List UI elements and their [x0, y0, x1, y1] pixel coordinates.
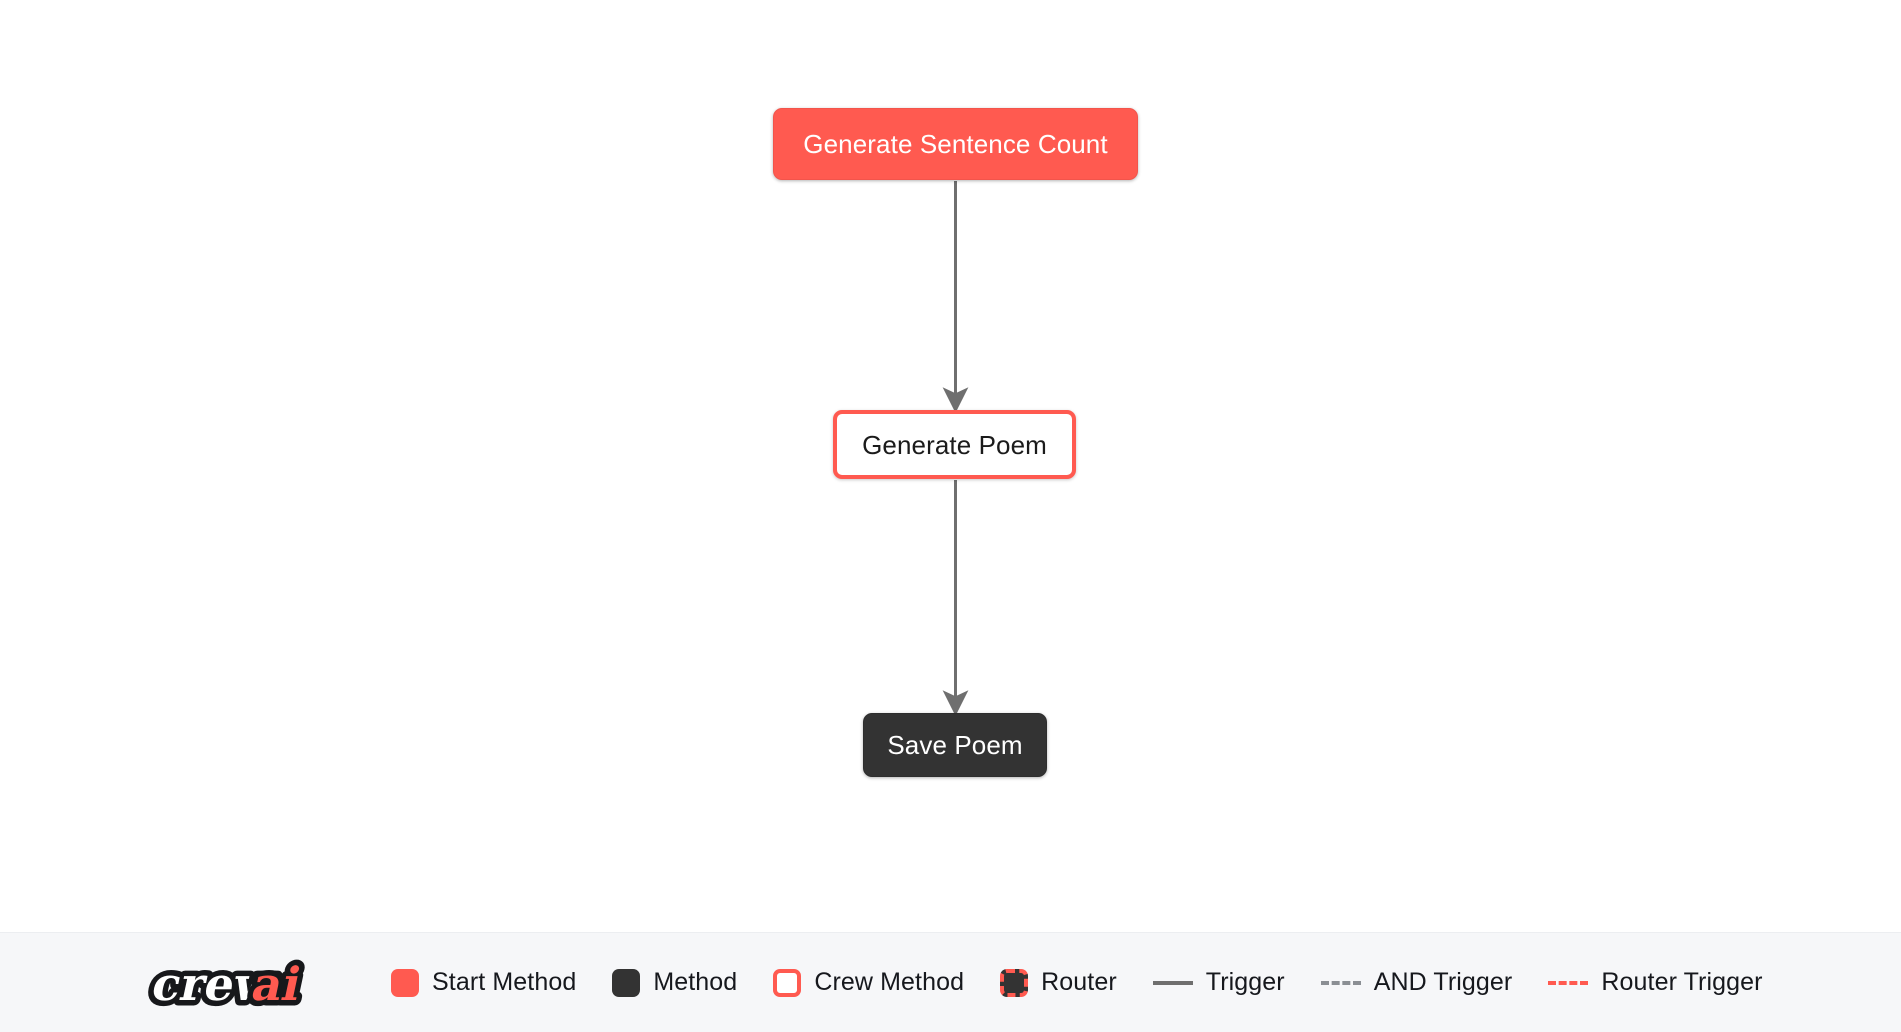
- legend-item-start-method: Start Method: [391, 968, 577, 997]
- legend-label: Crew Method: [814, 968, 965, 996]
- trigger-line-icon: [1152, 980, 1193, 985]
- legend-item-crew-method: Crew Method: [773, 968, 965, 997]
- crewai-logo: crew crew ai ai: [138, 952, 343, 1014]
- legend-bar: crew crew ai ai Start Method Method Crew…: [0, 932, 1901, 1032]
- router-trigger-line-icon: [1548, 980, 1589, 985]
- legend-item-router-trigger: Router Trigger: [1548, 970, 1762, 995]
- flow-node-label: Generate Sentence Count: [803, 129, 1108, 159]
- and-trigger-line-icon: [1320, 980, 1361, 985]
- legend-label: Router: [1041, 968, 1117, 996]
- legend-label: AND Trigger: [1373, 968, 1513, 996]
- legend-item-method: Method: [612, 968, 738, 997]
- legend-label: Trigger: [1205, 968, 1285, 996]
- crew-method-swatch-icon: [773, 968, 802, 997]
- legend-label: Start Method: [432, 968, 577, 996]
- svg-text:ai: ai: [247, 956, 306, 1010]
- flow-node-generate-poem[interactable]: Generate Poem: [833, 410, 1076, 479]
- legend-items: Start Method Method Crew Method Router T…: [391, 968, 1763, 997]
- flow-canvas[interactable]: Generate Sentence Count Generate Poem Sa…: [0, 0, 1901, 932]
- flow-node-label: Save Poem: [887, 730, 1023, 760]
- flow-node-label: Generate Poem: [862, 429, 1047, 460]
- legend-label: Router Trigger: [1601, 968, 1763, 996]
- flow-node-save-poem[interactable]: Save Poem: [863, 713, 1047, 777]
- legend-item-trigger: Trigger: [1152, 968, 1285, 996]
- svg-text:crew: crew: [147, 956, 281, 1010]
- legend-item-and-trigger: AND Trigger: [1320, 968, 1513, 996]
- flow-node-generate-sentence-count[interactable]: Generate Sentence Count: [773, 108, 1138, 180]
- legend-label: Method: [653, 968, 738, 996]
- start-method-swatch-icon: [391, 968, 419, 997]
- router-swatch-icon: [1000, 968, 1029, 997]
- method-swatch-icon: [612, 968, 641, 997]
- crewai-wordmark-icon: crew crew ai ai: [142, 952, 312, 1014]
- svg-text:crew: crew: [147, 956, 281, 1010]
- legend-item-router: Router: [1000, 968, 1117, 997]
